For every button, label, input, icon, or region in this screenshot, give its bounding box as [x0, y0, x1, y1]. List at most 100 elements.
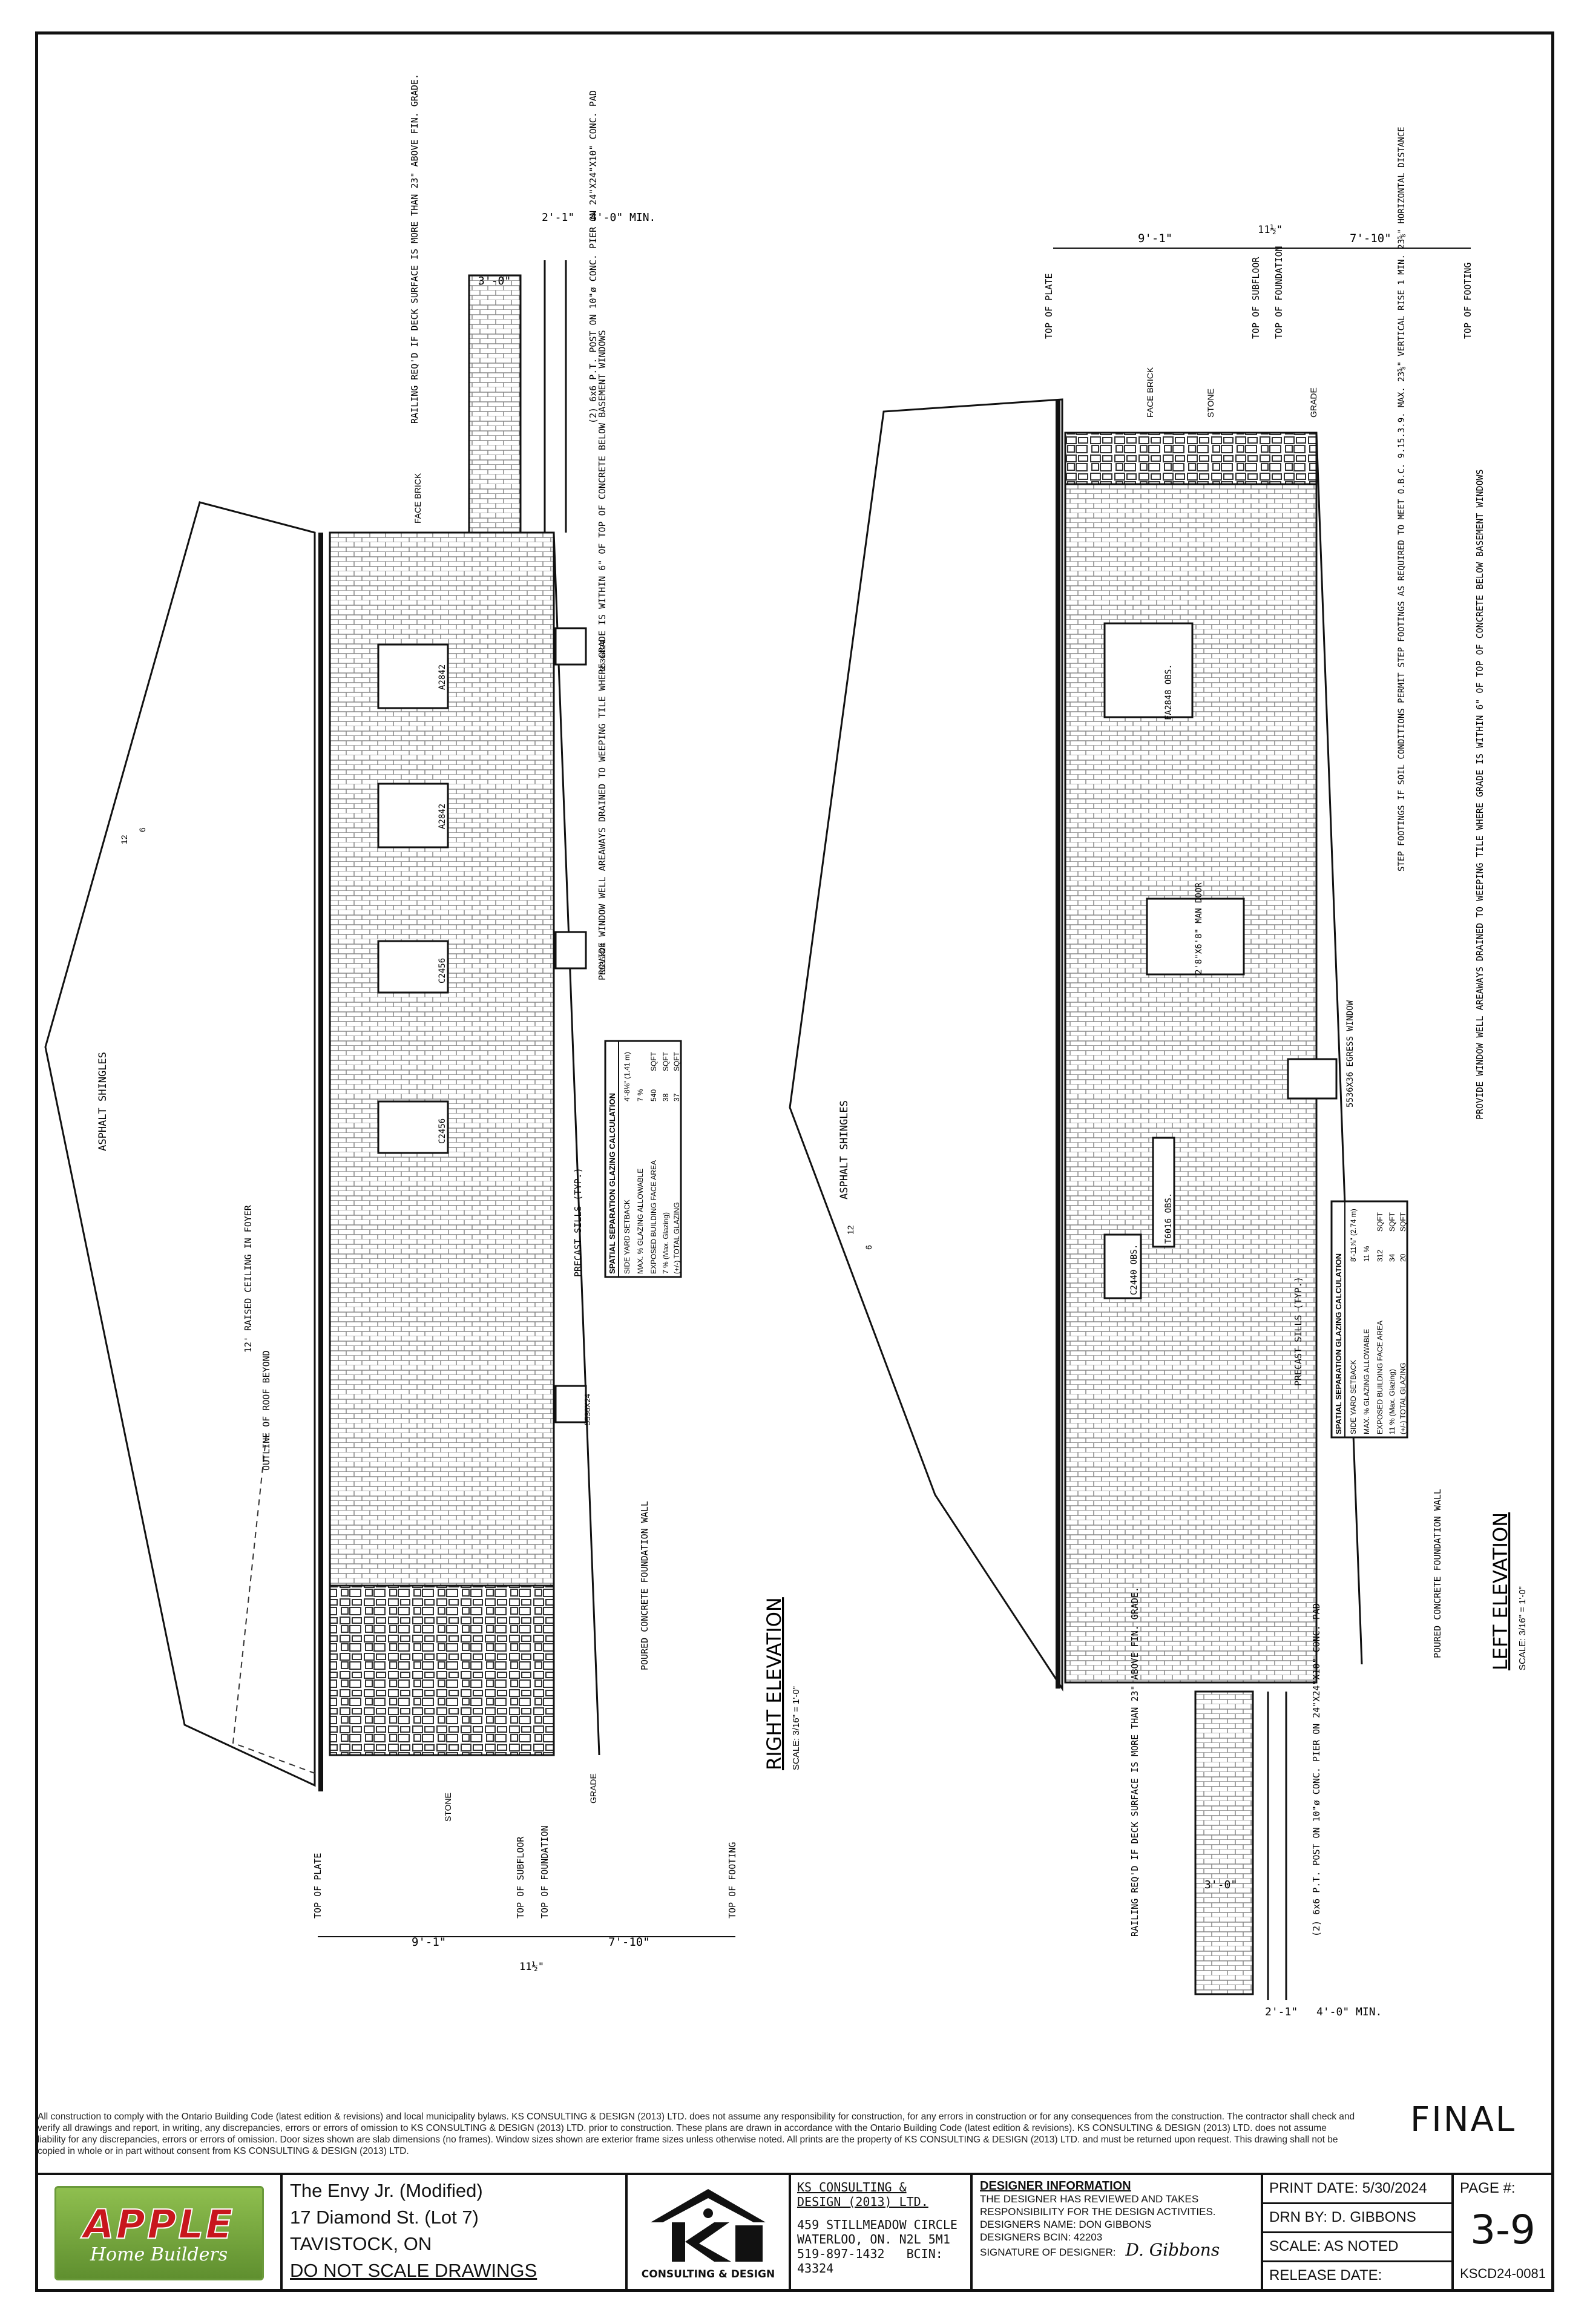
left-windows: [1103, 622, 1338, 1299]
svg-text:SPATIAL SEPARATION GLAZING CAL: SPATIAL SEPARATION GLAZING CALCULATION: [608, 1093, 617, 1274]
svg-text:5536X24: 5536X24: [598, 640, 607, 672]
svg-text:PROVIDE WINDOW WELL AREAWAYS D: PROVIDE WINDOW WELL AREAWAYS DRAINED TO …: [597, 330, 608, 980]
svg-text:11 %: 11 %: [1362, 1246, 1371, 1262]
svg-text:PRECAST SILLS (TYP.): PRECAST SILLS (TYP.): [573, 1167, 583, 1277]
svg-text:C2456: C2456: [438, 958, 447, 983]
svg-text:9'-1": 9'-1": [412, 1935, 446, 1949]
right-stone-base: [329, 1584, 555, 1756]
svg-text:540: 540: [649, 1089, 658, 1101]
drawing-metadata: PRINT DATE: 5/30/2024 DRN BY: D. GIBBONS…: [1263, 2175, 1454, 2291]
svg-text:RAILING REQ'D IF DECK SURFACE: RAILING REQ'D IF DECK SURFACE IS MORE TH…: [409, 74, 420, 424]
svg-text:7 %: 7 %: [636, 1089, 645, 1101]
svg-text:SQFT: SQFT: [649, 1051, 658, 1071]
page-number: 3-9: [1470, 2207, 1536, 2253]
svg-text:T6016 OBS.: T6016 OBS.: [1164, 1193, 1174, 1244]
right-elevation: ASPHALT SHINGLES 12 6 12' RAISED CEILING…: [44, 74, 801, 1973]
svg-text:TOP OF SUBFLOOR: TOP OF SUBFLOOR: [515, 1836, 526, 1919]
svg-text:MAX. % GLAZING ALLOWABLE: MAX. % GLAZING ALLOWABLE: [636, 1169, 645, 1274]
svg-text:38: 38: [662, 1093, 670, 1101]
elevation-drawings: ASPHALT SHINGLES 12 6 12' RAISED CEILING…: [44, 74, 1528, 2018]
svg-text:7'-10": 7'-10": [1350, 232, 1391, 245]
svg-text:9'-1": 9'-1": [1138, 232, 1172, 245]
svg-text:11 % (Max. Glazing): 11 % (Max. Glazing): [1388, 1369, 1396, 1434]
svg-text:TOP OF PLATE: TOP OF PLATE: [1043, 274, 1054, 339]
drawing-sheet-border: [35, 31, 1554, 2292]
svg-text:11½": 11½": [1258, 224, 1283, 236]
svg-text:ASPHALT SHINGLES: ASPHALT SHINGLES: [838, 1100, 850, 1200]
final-stamp: FINAL: [1410, 2100, 1517, 2139]
left-elevation: ASPHALT SHINGLES 12 6 FA2848 OBS. T6016 …: [789, 126, 1528, 2018]
svg-text:SQFT: SQFT: [1399, 1212, 1407, 1232]
svg-text:POURED CONCRETE FOUNDATION WAL: POURED CONCRETE FOUNDATION WALL: [639, 1501, 650, 1670]
svg-text:STONE: STONE: [443, 1793, 453, 1822]
ks-logo: CONSULTING & DESIGN: [628, 2175, 791, 2291]
svg-text:7 % (Max. Glazing): 7 % (Max. Glazing): [662, 1212, 670, 1274]
svg-text:TOP OF FOOTING: TOP OF FOOTING: [1462, 263, 1473, 339]
builder-logo: APPLE Home Builders: [38, 2175, 283, 2291]
svg-text:EXPOSED BUILDING FACE AREA: EXPOSED BUILDING FACE AREA: [649, 1160, 658, 1274]
svg-text:34: 34: [1388, 1253, 1396, 1262]
svg-text:GRADE: GRADE: [588, 1773, 598, 1804]
svg-text:37: 37: [672, 1093, 681, 1101]
svg-text:5536X24: 5536X24: [598, 943, 607, 974]
svg-text:5536X24: 5536X24: [583, 1394, 592, 1425]
svg-text:TOP OF PLATE: TOP OF PLATE: [312, 1853, 323, 1919]
svg-text:3'-0": 3'-0": [478, 275, 511, 287]
project-name: The Envy Jr. (Modified): [290, 2180, 483, 2201]
project-address: 17 Diamond St. (Lot 7): [290, 2207, 479, 2228]
svg-text:5536X36 EGRESS WINDOW: 5536X36 EGRESS WINDOW: [1345, 1000, 1355, 1108]
svg-text:2'-1": 2'-1": [1265, 2006, 1298, 2018]
svg-text:312: 312: [1376, 1250, 1384, 1262]
svg-text:TOP OF SUBFLOOR: TOP OF SUBFLOOR: [1250, 257, 1261, 339]
svg-text:SQFT: SQFT: [1376, 1212, 1384, 1232]
svg-text:12' RAISED CEILING IN FOYER: 12' RAISED CEILING IN FOYER: [243, 1204, 254, 1353]
svg-text:(2) 6x6 P.T. POST ON 10"ø CONC: (2) 6x6 P.T. POST ON 10"ø CONC. PIER ON …: [1311, 1603, 1322, 1937]
general-construction-note: All construction to comply with the Onta…: [38, 2112, 1355, 2156]
svg-text:7'-10": 7'-10": [608, 1935, 650, 1949]
svg-text:SCALE: 3/16" = 1'-0": SCALE: 3/16" = 1'-0": [791, 1686, 801, 1770]
svg-text:12: 12: [119, 835, 129, 844]
left-elevation-title: LEFT ELEVATION: [1489, 1512, 1512, 1670]
svg-text:PROVIDE WINDOW WELL AREAWAYS D: PROVIDE WINDOW WELL AREAWAYS DRAINED TO …: [1474, 469, 1485, 1120]
ks-company-info: KS CONSULTING & DESIGN (2013) LTD. 459 S…: [791, 2175, 973, 2291]
svg-text:3'-0": 3'-0": [1204, 1879, 1237, 1891]
svg-text:4'-0" MIN.: 4'-0" MIN.: [590, 211, 655, 224]
release-date: RELEASE DATE:: [1269, 2267, 1382, 2283]
svg-text:TOP OF FOOTING: TOP OF FOOTING: [727, 1842, 738, 1919]
svg-text:SIDE YARD SETBACK: SIDE YARD SETBACK: [1349, 1360, 1358, 1434]
svg-text:MAX. % GLAZING ALLOWABLE: MAX. % GLAZING ALLOWABLE: [1362, 1329, 1371, 1434]
right-roof: [44, 501, 316, 1787]
project-number: KSCD24-0081: [1460, 2266, 1546, 2281]
svg-text:GRADE: GRADE: [1309, 387, 1318, 418]
svg-text:SPATIAL SEPARATION GLAZING CAL: SPATIAL SEPARATION GLAZING CALCULATION: [1334, 1253, 1343, 1434]
svg-text:6: 6: [137, 827, 147, 832]
svg-text:EXPOSED BUILDING FACE AREA: EXPOSED BUILDING FACE AREA: [1376, 1321, 1384, 1434]
drawn-by: DRN BY: D. GIBBONS: [1263, 2204, 1454, 2233]
print-date: PRINT DATE: 5/30/2024: [1263, 2175, 1454, 2204]
svg-text:SIDE YARD SETBACK: SIDE YARD SETBACK: [623, 1200, 631, 1274]
svg-text:STEP FOOTINGS IF SOIL CONDITIO: STEP FOOTINGS IF SOIL CONDITIONS PERMIT …: [1397, 126, 1407, 872]
right-deck-railing: [468, 274, 522, 534]
svg-text:11½": 11½": [519, 1961, 544, 1973]
svg-text:STONE: STONE: [1206, 389, 1215, 418]
left-roof: [789, 398, 1063, 1692]
svg-text:SQFT: SQFT: [1388, 1212, 1396, 1232]
project-city: TAVISTOCK, ON: [290, 2233, 432, 2254]
svg-text:C2440 OBS.: C2440 OBS.: [1129, 1244, 1139, 1295]
svg-text:RAILING REQ'D IF DECK SURFACE: RAILING REQ'D IF DECK SURFACE IS MORE TH…: [1129, 1587, 1140, 1937]
svg-text:12: 12: [846, 1225, 855, 1235]
ks-house-logo-icon: [651, 2189, 766, 2262]
svg-text:PRECAST SILLS (TYP.): PRECAST SILLS (TYP.): [1293, 1276, 1304, 1386]
svg-text:C2456: C2456: [438, 1118, 447, 1144]
apple-home-builders-logo: APPLE Home Builders: [54, 2186, 264, 2280]
scale: SCALE: AS NOTED: [1263, 2233, 1454, 2262]
svg-text:A2842: A2842: [438, 665, 447, 690]
left-glazing-table: SPATIAL SEPARATION GLAZING CALCULATION S…: [1330, 1200, 1408, 1439]
svg-text:6: 6: [864, 1245, 873, 1250]
right-roof-label: ASPHALT SHINGLES: [97, 1052, 109, 1151]
designer-signature: D. Gibbons: [1125, 2240, 1220, 2260]
project-info: The Envy Jr. (Modified) 17 Diamond St. (…: [283, 2175, 628, 2291]
right-glazing-table: SPATIAL SEPARATION GLAZING CALCULATION S…: [604, 1040, 682, 1278]
svg-text:SCALE: 3/16" = 1'-0": SCALE: 3/16" = 1'-0": [1517, 1586, 1528, 1670]
page-number-box: PAGE #: 3-9 KSCD24-0081: [1454, 2175, 1552, 2291]
